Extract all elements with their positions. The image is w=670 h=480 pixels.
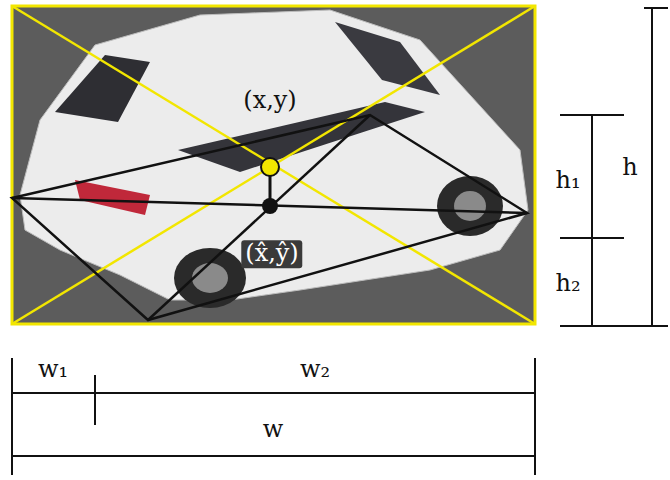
rear-rim xyxy=(192,263,228,293)
box-diagonal xyxy=(12,6,535,324)
dimension-label: h xyxy=(622,154,637,182)
point-label: (x̂,ŷ) xyxy=(241,240,302,268)
quad-diagonal xyxy=(148,115,370,320)
dimension-label: h₁ xyxy=(555,167,580,195)
box-center-point xyxy=(261,158,279,176)
dimension-label: w xyxy=(263,416,284,444)
box-diagonal xyxy=(12,6,535,324)
ground-quadrilateral xyxy=(12,115,527,320)
width-dimension xyxy=(12,358,535,475)
road-photo xyxy=(12,6,535,324)
rear-wheel xyxy=(174,248,246,308)
dimension-label: h₂ xyxy=(555,270,580,298)
front-wheel xyxy=(437,176,503,236)
side-window xyxy=(178,102,425,172)
dimension-label: w₁ xyxy=(38,356,68,384)
windshield xyxy=(335,22,440,95)
rear-window xyxy=(55,55,150,122)
dimension-label: w₂ xyxy=(300,356,330,384)
front-rim xyxy=(454,191,486,221)
car-body xyxy=(20,10,528,300)
quad-diagonal xyxy=(12,198,527,213)
ground-center-point xyxy=(262,198,278,214)
tail-light xyxy=(75,180,150,215)
bounding-box xyxy=(12,6,535,324)
point-label: (x,y) xyxy=(243,87,296,115)
